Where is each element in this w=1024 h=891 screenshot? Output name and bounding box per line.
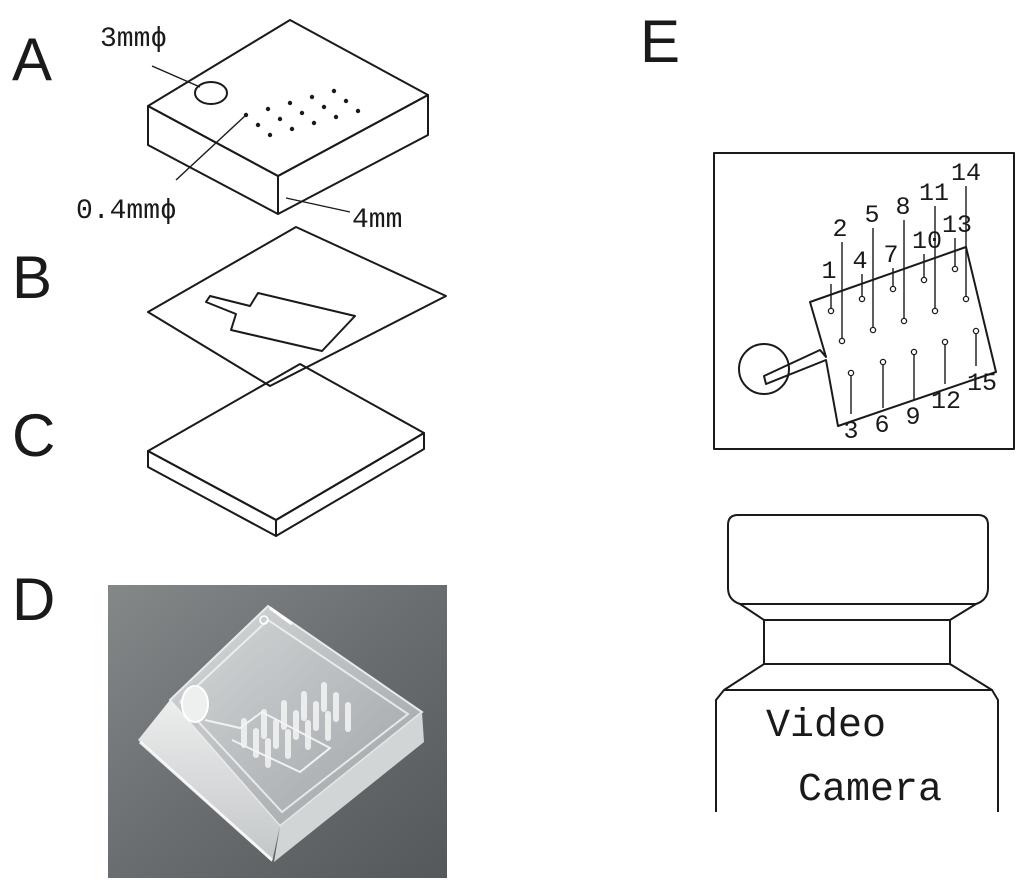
camera-lens-taper [739, 603, 977, 621]
through-hole [299, 110, 305, 116]
hole-grid [243, 88, 361, 138]
device-pin [273, 719, 279, 749]
camera-label-video: Video [766, 704, 886, 749]
well-number-label: 12 [931, 387, 961, 416]
well-number-label: 14 [951, 159, 981, 188]
well-number-label: 9 [905, 403, 920, 432]
observation-well [962, 295, 970, 303]
panel-c: C [12, 363, 425, 537]
device-pin [313, 701, 319, 731]
device-pin [265, 738, 271, 768]
observation-well [869, 326, 877, 334]
panel-b: B [12, 226, 447, 387]
through-hole [311, 120, 317, 126]
through-hole [267, 132, 273, 138]
observation-well [858, 295, 866, 303]
panel-letter-c: C [12, 402, 55, 469]
observation-well [889, 285, 897, 293]
well-number-label: 13 [942, 211, 972, 240]
device-pin [285, 729, 291, 759]
inlet-circle [738, 343, 790, 395]
observation-well [879, 358, 887, 366]
through-hole [343, 98, 349, 104]
through-hole [333, 114, 339, 120]
device-pin [293, 710, 299, 740]
camera-lens-cap [727, 514, 989, 605]
through-hole [355, 108, 361, 114]
well-number-label: 3 [843, 417, 858, 446]
top-plate-top-face [147, 19, 429, 177]
video-camera: Video Camera [715, 514, 999, 813]
through-hole [277, 116, 283, 122]
device-pin [281, 700, 287, 730]
through-hole [289, 126, 295, 132]
camera-body-right [949, 663, 999, 812]
thickness-leader-line [285, 197, 351, 213]
hole-diameter-label: 0.4mmϕ [76, 196, 177, 227]
through-hole [331, 88, 337, 94]
observation-well [931, 307, 939, 315]
device-pin [253, 728, 259, 758]
well-number-label: 11 [919, 179, 949, 208]
well-number-label: 15 [967, 369, 997, 398]
well-number-label: 10 [912, 227, 942, 256]
thickness-label: 4mm [352, 205, 402, 236]
device-photo [138, 604, 424, 862]
well-number-label: 6 [874, 411, 889, 440]
device-pin [241, 718, 247, 748]
camera-body-left [715, 663, 765, 812]
observation-well [838, 337, 846, 345]
well-number-label: 7 [883, 241, 898, 270]
well-number-label: 5 [864, 201, 879, 230]
well-number-label: 8 [895, 193, 910, 222]
device-pin [301, 691, 307, 721]
panel-letter-e: E [640, 8, 680, 75]
device-pin [345, 702, 351, 732]
camera-label-camera: Camera [798, 768, 942, 813]
observation-well [827, 307, 835, 315]
chamber-outline [763, 246, 997, 427]
inlet-diameter-label: 3mmϕ [100, 24, 167, 55]
observation-well [847, 369, 855, 377]
bottom-plate-left-side [147, 450, 277, 537]
panel-letter-a: A [12, 26, 52, 93]
through-hole [309, 94, 315, 100]
through-hole [287, 100, 293, 106]
panel-letter-b: B [12, 244, 52, 311]
inlet-leader-line [151, 65, 201, 88]
through-hole [265, 106, 271, 112]
bottom-plate-right-side [275, 432, 425, 537]
panel-a: A 3mmϕ 0.4mmϕ 4mm [12, 19, 429, 236]
observation-well [941, 338, 949, 346]
top-plate-right-side [277, 94, 429, 215]
bottom-plate-top-face [147, 363, 425, 521]
observation-well [951, 265, 959, 273]
hole-leader-line [175, 114, 247, 181]
observation-well [920, 276, 928, 284]
device-pin [305, 720, 311, 750]
panel-d: D [12, 566, 447, 878]
observation-well [910, 348, 918, 356]
panel-letter-d: D [12, 566, 55, 633]
channel-cutout [205, 292, 356, 352]
device-pin [333, 692, 339, 722]
well-number-label: 1 [821, 257, 836, 286]
inlet-hole [194, 81, 228, 105]
through-hole [321, 104, 327, 110]
observation-well [900, 317, 908, 325]
middle-sheet [147, 226, 447, 387]
top-view-frame [713, 152, 1015, 450]
camera-lens-neck [763, 619, 951, 665]
observation-well [972, 327, 980, 335]
device-pin [261, 709, 267, 739]
through-hole [255, 122, 261, 128]
device-pin [321, 682, 327, 712]
well-number-label: 4 [852, 247, 867, 276]
device-pin [325, 711, 331, 741]
well-number-label: 2 [832, 215, 847, 244]
